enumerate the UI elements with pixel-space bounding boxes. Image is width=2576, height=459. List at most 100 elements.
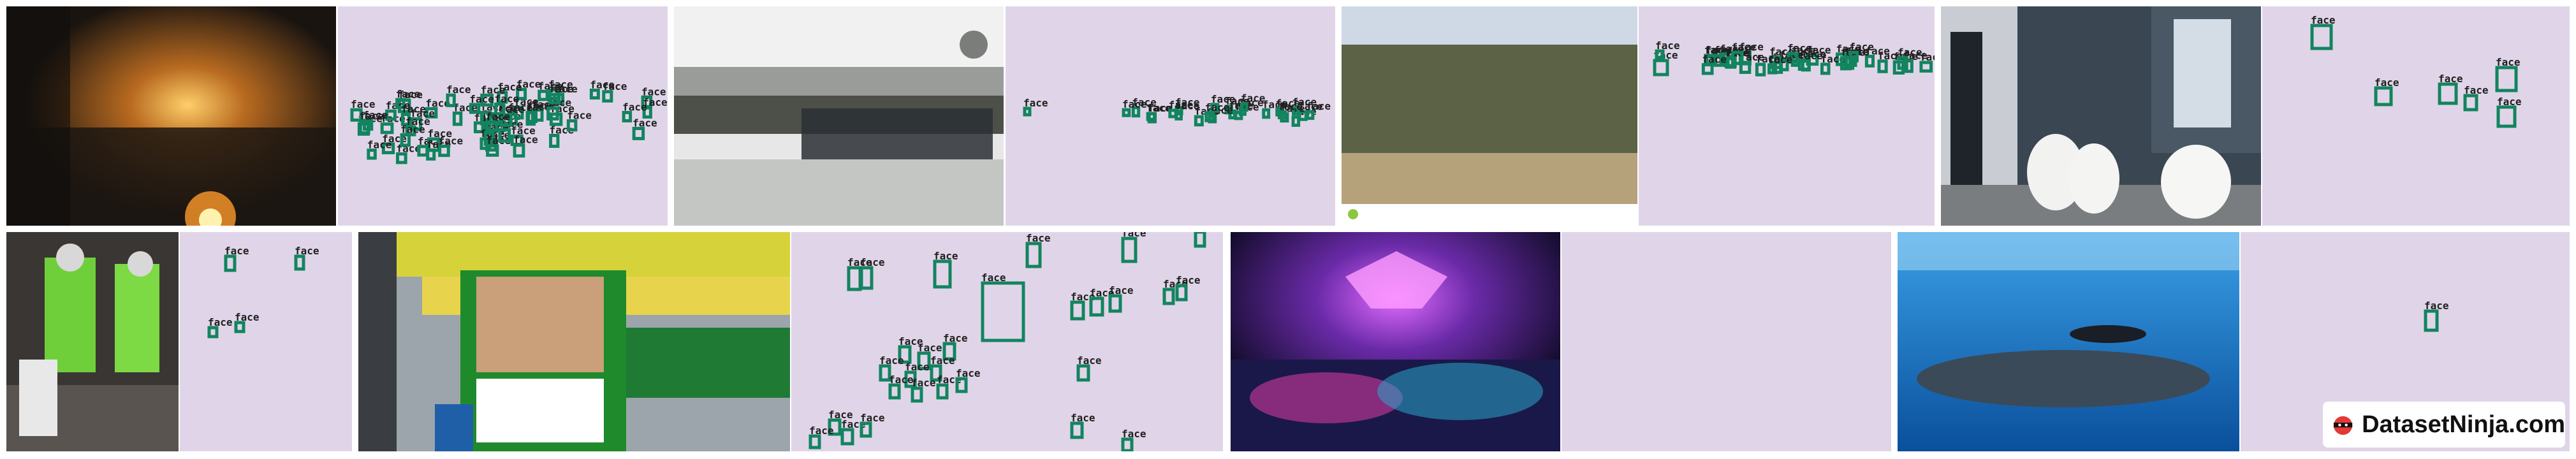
face-label: face (1109, 284, 1134, 296)
face-bounding-box (632, 127, 645, 140)
face-label: face (1090, 287, 1115, 299)
face-label: face (1194, 232, 1219, 233)
sample-tile-7[interactable] (1231, 232, 1891, 451)
face-label: face (590, 79, 615, 91)
face-label: face (633, 117, 657, 129)
face-label: face (1655, 40, 1680, 52)
face-bounding-box (942, 342, 956, 361)
face-label: face (548, 78, 573, 91)
face-bounding-box (1162, 288, 1175, 305)
face-label: face (1898, 46, 1922, 58)
dataset-ninja-watermark[interactable]: DatasetNinja.com (2323, 402, 2565, 448)
sample-photo-family-dogs[interactable] (1941, 6, 2261, 226)
face-bounding-box (1291, 106, 1300, 116)
face-bounding-box (1767, 63, 1778, 75)
family-dogs-image (1941, 6, 2261, 226)
face-label: face (1077, 354, 1102, 367)
face-bounding-box (549, 133, 560, 148)
face-label: face (898, 335, 923, 347)
face-bounding-box (546, 106, 559, 120)
face-label: face (446, 84, 471, 96)
face-label: face (1241, 92, 1266, 104)
face-label: face (549, 83, 574, 95)
sample-photo-political-rally[interactable] (358, 232, 790, 451)
sample-photo-whale-shark[interactable] (1898, 232, 2239, 451)
face-bounding-box (548, 92, 561, 105)
face-label: face (2438, 73, 2463, 85)
face-label: face (860, 256, 885, 268)
face-bounding-box (483, 131, 495, 146)
sample-tile-8[interactable]: face (1898, 232, 2570, 451)
face-label: face (1122, 428, 1146, 440)
face-label: face (1239, 97, 1264, 109)
face-bounding-box (1234, 111, 1243, 120)
face-bounding-box (1787, 52, 1799, 64)
face-label: face (398, 89, 423, 101)
face-label: face (1211, 93, 1236, 105)
face-bounding-box (498, 128, 511, 143)
face-label: face (889, 374, 914, 386)
face-bounding-box (642, 106, 652, 119)
face-label: face (1798, 50, 1823, 62)
face-bounding-box (425, 107, 438, 119)
face-label: face (1071, 291, 1095, 303)
face-bounding-box (589, 89, 600, 100)
face-bounding-box (469, 103, 481, 114)
face-bounding-box (426, 148, 436, 161)
face-bounding-box (2374, 86, 2393, 106)
face-bounding-box (1262, 108, 1271, 119)
face-bounding-box (828, 418, 842, 436)
face-bounding-box (400, 133, 411, 147)
face-bounding-box (350, 108, 363, 122)
face-bounding-box (1655, 49, 1665, 59)
face-label: face (905, 361, 930, 373)
face-bounding-box (486, 144, 499, 157)
face-bounding-box (473, 121, 486, 134)
face-bounding-box (1175, 284, 1188, 302)
face-label: face (1787, 42, 1812, 54)
face-bounding-box (879, 364, 891, 382)
face-label: face (511, 125, 536, 137)
face-label: face (1755, 53, 1780, 65)
face-bounding-box (358, 119, 370, 135)
face-label: face (1176, 274, 1201, 286)
sample-photo-airport-police[interactable] (674, 6, 1004, 226)
face-label: face (400, 123, 425, 135)
face-bounding-box (499, 113, 513, 127)
sample-photo-military-march[interactable] (1342, 6, 1637, 226)
face-label: face (363, 109, 388, 121)
sample-photo-night-crowd[interactable] (6, 6, 336, 226)
face-label: face (401, 103, 426, 115)
face-bounding-box (1277, 110, 1287, 120)
face-label: face (1865, 45, 1890, 57)
face-bounding-box (1108, 294, 1122, 313)
face-label: face (396, 88, 421, 100)
face-label: face (427, 127, 452, 140)
face-bounding-box (446, 93, 456, 108)
face-label: face (1731, 41, 1756, 53)
sample-photo-football[interactable] (6, 232, 179, 451)
face-label: face (1146, 102, 1171, 114)
face-bounding-box (1864, 54, 1875, 68)
face-bounding-box (930, 364, 942, 382)
face-label: face (410, 107, 435, 119)
ninja-logo-icon (2333, 416, 2353, 435)
face-bounding-box (395, 152, 407, 164)
face-bounding-box (2310, 24, 2333, 50)
sample-photo-concert[interactable] (1231, 232, 1560, 451)
face-bounding-box (860, 421, 872, 438)
face-bounding-box (207, 326, 219, 339)
